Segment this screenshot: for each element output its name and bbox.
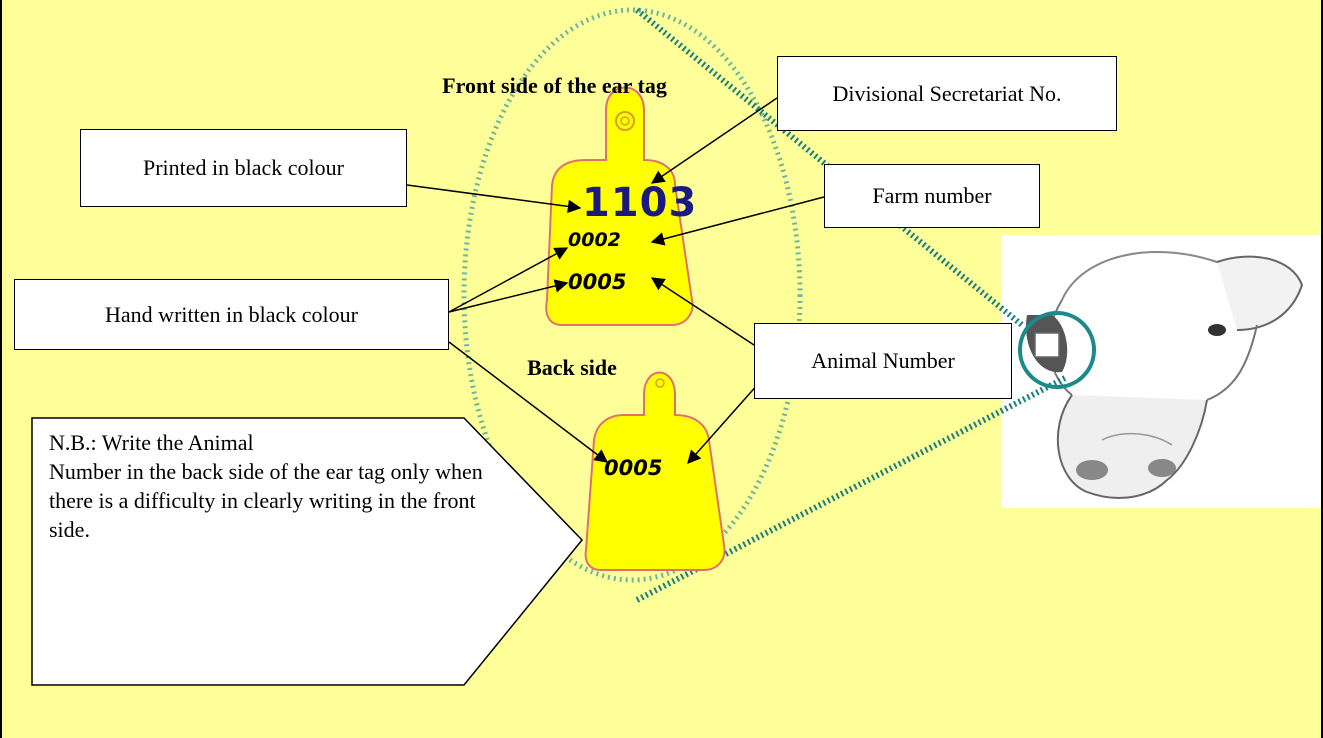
arrow-divisional xyxy=(650,97,778,184)
note-text: N.B.: Write the Animal Number in the bac… xyxy=(49,430,483,542)
farm-number-label-box: Farm number xyxy=(824,164,1040,228)
arrow-handwritten-animal xyxy=(448,279,569,313)
arrow-animal-front xyxy=(650,277,755,346)
arrow-printed xyxy=(406,184,582,214)
arrow-handwritten-back xyxy=(448,341,609,463)
printed-label-box: Printed in black colour xyxy=(80,129,407,207)
divisional-secretariat-label-box: Divisional Secretariat No. xyxy=(777,56,1117,131)
arrow-animal-back xyxy=(687,382,760,465)
tag-farm-number: 0002 xyxy=(568,229,621,251)
animal-number-label-box: Animal Number xyxy=(754,323,1012,399)
tag-animal-number-back: 0005 xyxy=(604,456,663,480)
front-side-heading: Front side of the ear tag xyxy=(442,73,667,98)
tag-divisional-number: 1103 xyxy=(582,180,698,226)
tag-group-ellipse xyxy=(461,7,803,583)
back-side-heading: Back side xyxy=(527,355,617,380)
front-ear-tag xyxy=(545,86,694,326)
handwritten-label-box: Hand written in black colour xyxy=(14,279,449,350)
cow-head-icon xyxy=(1002,235,1321,508)
arrow-farm xyxy=(650,196,825,246)
note-callout-shape xyxy=(31,417,584,686)
tag-animal-number-front: 0005 xyxy=(568,270,627,294)
back-ear-tag xyxy=(584,371,726,571)
ear-highlight-circle xyxy=(1018,311,1096,389)
arrow-handwritten-farm xyxy=(448,247,569,313)
